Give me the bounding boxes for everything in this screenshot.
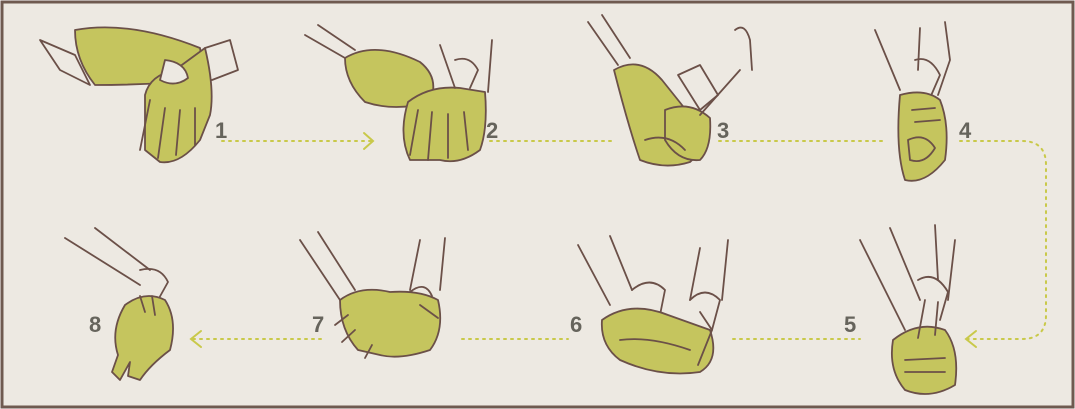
step-number-8: 8 <box>89 314 101 336</box>
step-number-7: 7 <box>312 314 324 336</box>
step-number-3: 3 <box>717 120 729 142</box>
step-number-1: 1 <box>215 120 227 142</box>
step-number-6: 6 <box>570 314 582 336</box>
step-number-2: 2 <box>486 120 498 142</box>
step-number-4: 4 <box>959 120 971 142</box>
step-number-5: 5 <box>844 314 856 336</box>
